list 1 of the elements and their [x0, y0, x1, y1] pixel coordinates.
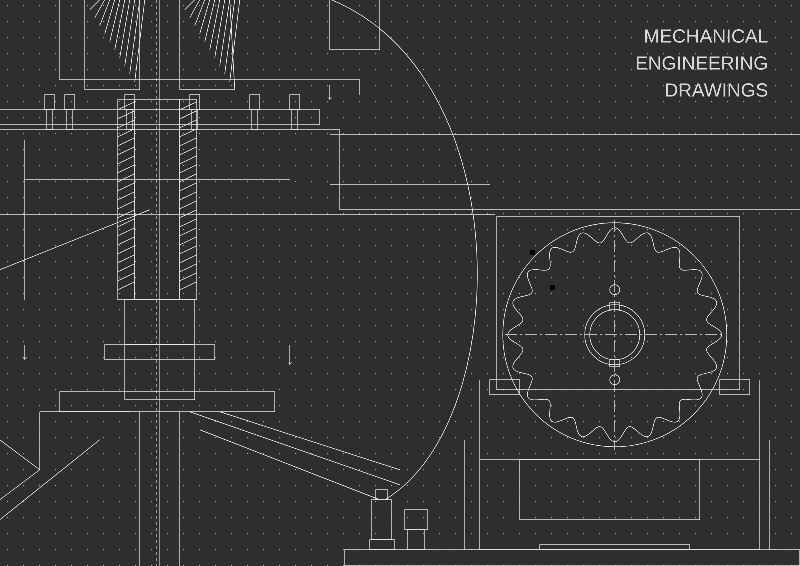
title: MECHANICAL ENGINEERING DRAWINGS [637, 30, 768, 97]
